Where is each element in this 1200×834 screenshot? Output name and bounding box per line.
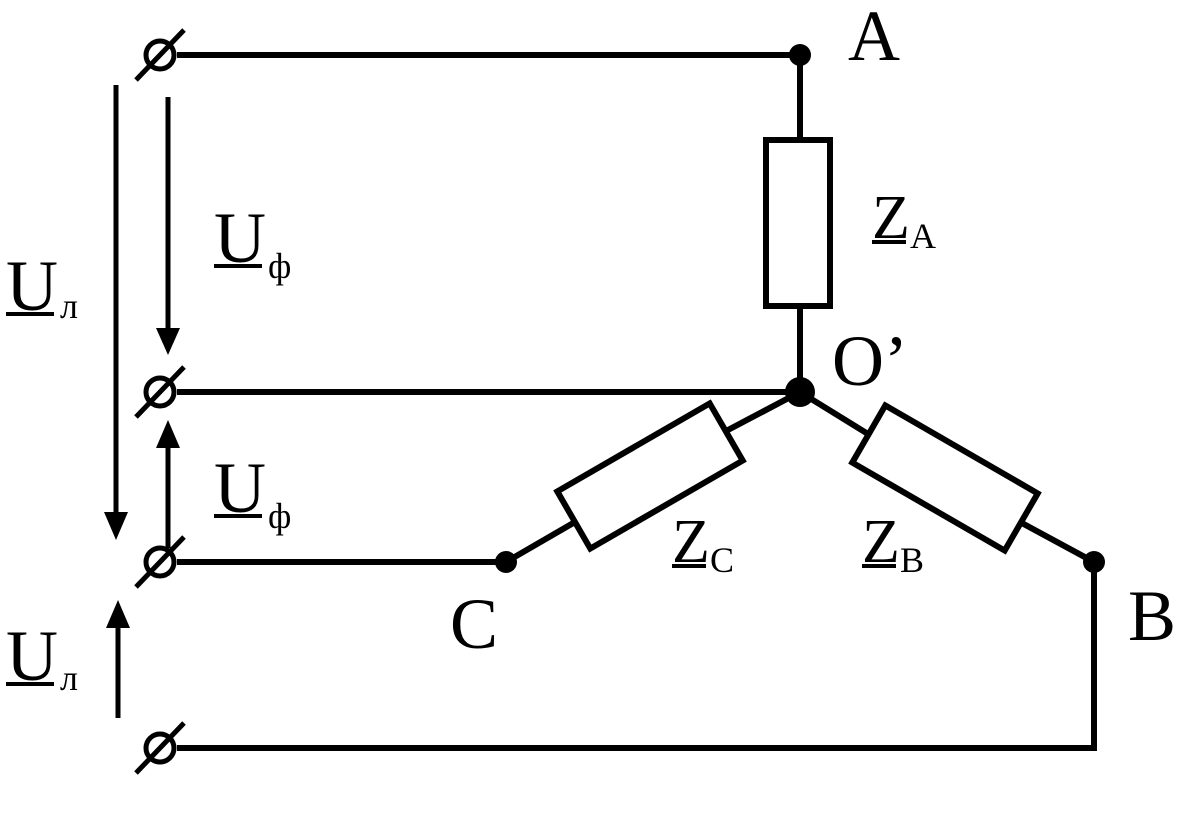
arrow-phase-voltage-top	[156, 97, 180, 355]
label-zb: Z B	[862, 508, 924, 580]
wire-zb-to-b	[1015, 517, 1099, 567]
label-line-voltage-bottom: U л	[6, 616, 78, 698]
svg-text:C: C	[710, 540, 734, 580]
label-zc: Z C	[672, 508, 734, 580]
label-phase-voltage-bottom: U ф	[214, 448, 291, 536]
node-label-neutral: O’	[832, 321, 908, 401]
impedance-zb	[848, 401, 1042, 555]
svg-text:л: л	[60, 286, 78, 326]
svg-text:ф: ф	[268, 246, 291, 286]
arrow-line-voltage-top	[104, 85, 128, 540]
arrow-phase-voltage-bottom	[156, 420, 180, 548]
impedance-za	[763, 137, 833, 309]
terminal-neutral	[134, 365, 186, 419]
node-a-dot	[789, 44, 811, 66]
label-phase-voltage-top: U ф	[214, 198, 291, 286]
terminal-a	[134, 28, 186, 82]
node-label-c: C	[450, 584, 498, 664]
impedance-zc	[553, 399, 747, 553]
label-line-voltage-top: U л	[6, 246, 78, 326]
node-b-dot	[1083, 551, 1105, 573]
terminals	[134, 28, 186, 775]
arrow-line-voltage-bottom	[106, 600, 130, 718]
wire-c-to-zc	[501, 517, 580, 567]
node-label-a: A	[848, 0, 900, 76]
terminal-c	[134, 535, 186, 589]
wires	[177, 52, 1099, 751]
svg-text:ф: ф	[268, 496, 291, 536]
node-label-b: B	[1128, 576, 1176, 656]
node-c-dot	[495, 551, 517, 573]
svg-text:A: A	[910, 216, 936, 256]
label-za: Z A	[872, 184, 936, 256]
svg-text:л: л	[60, 658, 78, 698]
terminal-b	[134, 721, 186, 775]
svg-text:B: B	[900, 540, 924, 580]
node-neutral-dot	[785, 377, 815, 407]
